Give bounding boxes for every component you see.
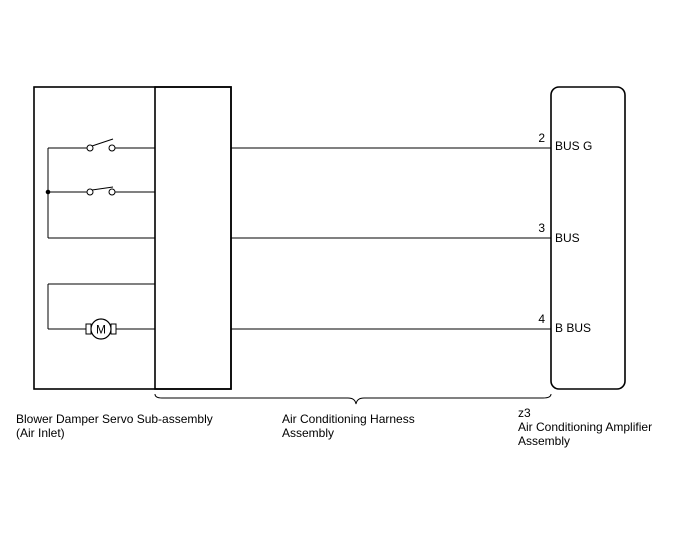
pin-number: 4 (538, 312, 545, 326)
pin-number: 3 (538, 221, 545, 235)
terminal-label: BUS (555, 231, 580, 245)
motor-circuit (47, 283, 155, 335)
motor-symbol: M (96, 323, 106, 337)
amplifier-name-sub: Assembly (518, 434, 571, 448)
servo-caption: Blower Damper Servo Sub-assembly (Air In… (16, 412, 213, 440)
harness-caption: Air Conditioning Harness Assembly (282, 412, 415, 440)
harness-name: Air Conditioning Harness (282, 412, 415, 426)
amplifier-caption: z3 Air Conditioning Amplifier Assembly (518, 406, 652, 448)
connector-code: z3 (518, 406, 531, 420)
servo-name: Blower Damper Servo Sub-assembly (16, 412, 213, 426)
pin-number: 2 (538, 131, 545, 145)
motor-icon (90, 318, 112, 340)
servo-name-sub: (Air Inlet) (16, 426, 65, 440)
amplifier-box (550, 86, 626, 390)
harness-brace (154, 393, 552, 405)
harness-box (154, 86, 232, 390)
harness-name-sub: Assembly (282, 426, 335, 440)
switch-circuit (45, 138, 155, 239)
amplifier-name: Air Conditioning Amplifier (518, 420, 653, 434)
terminal-label: BUS G (555, 139, 592, 153)
terminal-label: B BUS (555, 321, 591, 335)
